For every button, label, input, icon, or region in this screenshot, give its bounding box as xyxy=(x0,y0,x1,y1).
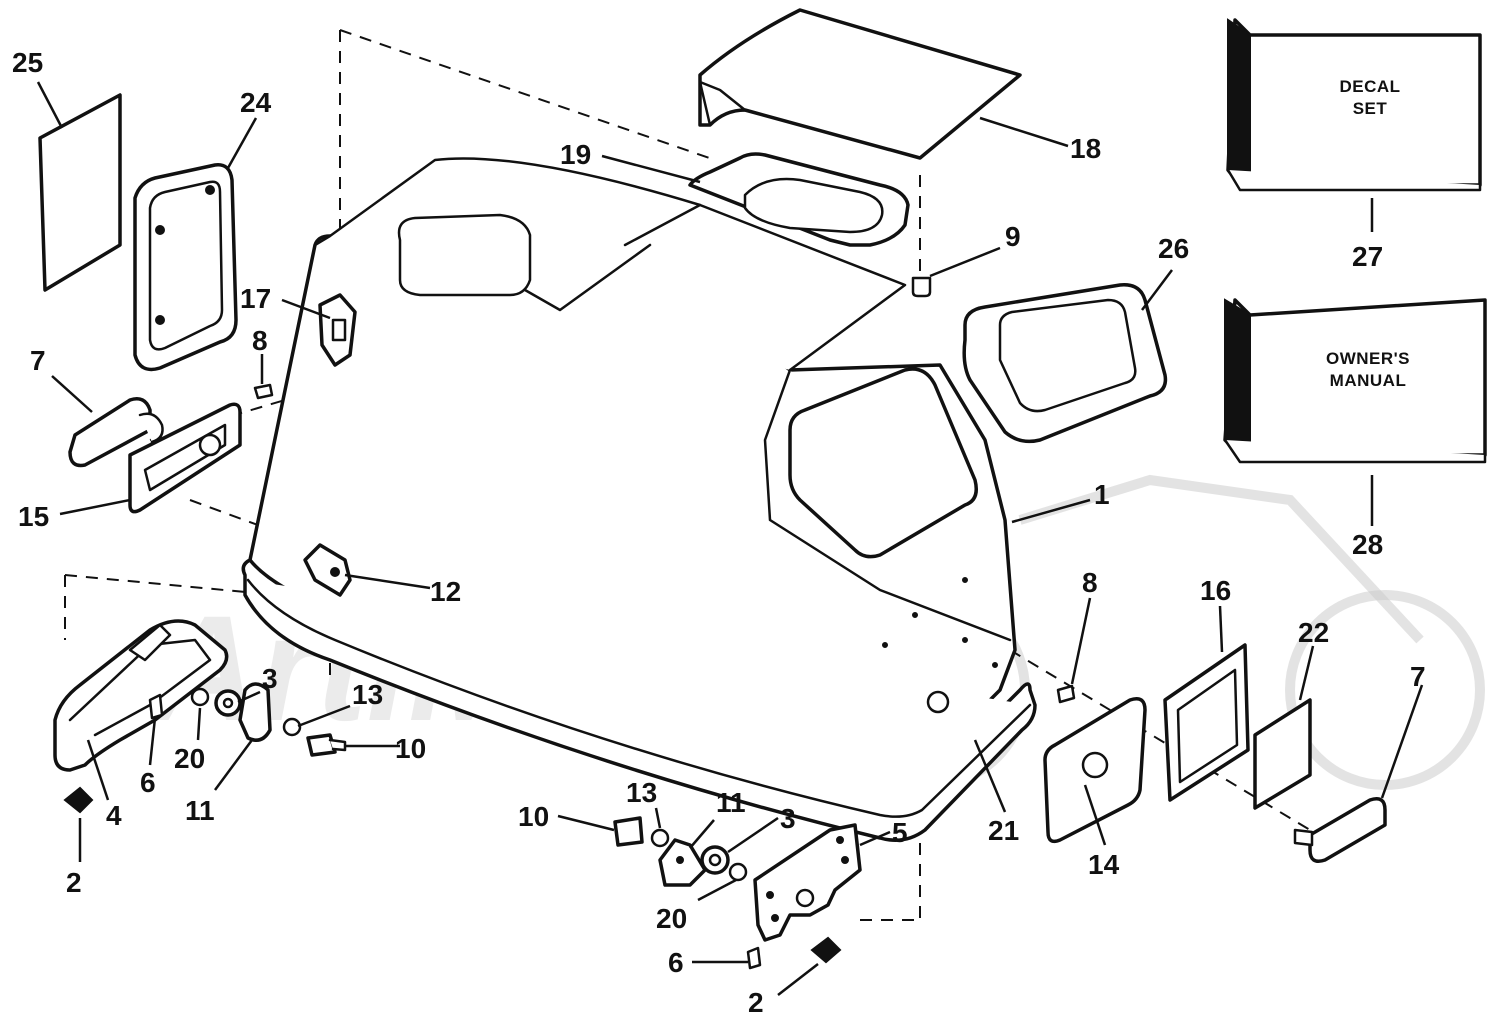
callout-8-left: 8 xyxy=(252,325,268,356)
callout-24: 24 xyxy=(240,87,272,118)
plate-part-11-right xyxy=(658,838,707,887)
callout-3-left: 3 xyxy=(262,663,278,694)
callout-8-right: 8 xyxy=(1082,567,1098,598)
screw-part-8-left xyxy=(253,383,274,400)
sheet-part-22 xyxy=(1253,698,1312,810)
callout-7-right: 7 xyxy=(1410,661,1426,692)
washer-part-3-right xyxy=(700,845,730,875)
screw-part-6-left xyxy=(148,693,164,720)
callout-10-right: 10 xyxy=(518,801,549,832)
callout-12: 12 xyxy=(430,576,461,607)
callout-3-right: 3 xyxy=(780,803,796,834)
bracket-part-14 xyxy=(1043,697,1147,844)
bolt-part-10-left xyxy=(306,733,347,757)
washer-part-13-right xyxy=(650,828,670,848)
screw-part-6-right xyxy=(746,946,762,970)
callout-11-left: 11 xyxy=(185,795,215,826)
callout-17: 17 xyxy=(240,283,271,314)
stud-part-2-left xyxy=(63,786,94,814)
callout-14: 14 xyxy=(1088,849,1120,880)
manual-label-line1: OWNER'S xyxy=(1326,349,1410,368)
callout-13-right: 13 xyxy=(626,777,657,808)
top-cover-part-18 xyxy=(698,8,1022,160)
knob-part-17 xyxy=(318,293,357,367)
manual-label-line2: MANUAL xyxy=(1330,371,1407,390)
callout-28: 28 xyxy=(1352,529,1383,560)
bracket-part-5 xyxy=(753,823,862,942)
latch-part-7-right xyxy=(1293,797,1387,863)
callout-18: 18 xyxy=(1070,133,1101,164)
screw-part-9 xyxy=(911,276,932,298)
washer-part-20-left xyxy=(190,687,210,707)
callout-25: 25 xyxy=(12,47,43,78)
callout-6-right: 6 xyxy=(668,947,684,978)
callout-5: 5 xyxy=(892,817,908,848)
panel-frame-part-24 xyxy=(133,163,238,372)
callout-10-left: 10 xyxy=(395,733,426,764)
knob-part-12 xyxy=(303,543,352,597)
callout-11-right: 11 xyxy=(716,787,746,818)
callout-19: 19 xyxy=(560,139,591,170)
callout-27: 27 xyxy=(1352,241,1383,272)
hinge-bracket-part-4 xyxy=(53,619,229,772)
leader-lines xyxy=(36,81,1424,996)
bracket-part-15 xyxy=(128,402,242,514)
callout-9: 9 xyxy=(1005,221,1021,252)
bolt-part-10-right xyxy=(613,816,644,847)
callout-16: 16 xyxy=(1200,575,1231,606)
callout-22: 22 xyxy=(1298,617,1329,648)
callout-21: 21 xyxy=(988,815,1019,846)
callout-2-right: 2 xyxy=(748,987,764,1018)
stud-part-2-right xyxy=(810,936,842,964)
latch-part-7-left xyxy=(68,397,164,468)
callout-20-right: 20 xyxy=(656,903,687,934)
callout-6-left: 6 xyxy=(140,767,156,798)
frame-part-19 xyxy=(688,152,910,247)
callout-13-left: 13 xyxy=(352,679,383,710)
screw-part-8-right xyxy=(1056,684,1076,704)
washer-part-3-left xyxy=(214,689,242,717)
decal-label-line2: SET xyxy=(1353,99,1388,118)
engine-cover-part-1 xyxy=(241,157,1037,842)
callouts: 25 24 18 19 9 26 27 28 17 8 7 15 1 12 8 … xyxy=(12,47,1426,1018)
owners-manual-box-part-28: OWNER'S MANUAL xyxy=(1223,298,1487,464)
callout-15: 15 xyxy=(18,501,49,532)
callout-26: 26 xyxy=(1158,233,1189,264)
frame-part-16 xyxy=(1163,643,1250,802)
callout-2-left: 2 xyxy=(66,867,82,898)
callout-7-left: 7 xyxy=(30,345,46,376)
side-window-part-26 xyxy=(962,283,1168,444)
washer-part-13-left xyxy=(282,717,302,737)
callout-20-left: 20 xyxy=(174,743,205,774)
sheet-part-25 xyxy=(38,93,122,292)
decal-set-box-part-27: DECAL SET xyxy=(1226,18,1482,192)
decal-label-line1: DECAL xyxy=(1339,77,1400,96)
callout-1: 1 xyxy=(1094,479,1110,510)
washer-part-20-right xyxy=(728,862,748,882)
callout-4: 4 xyxy=(106,800,122,831)
